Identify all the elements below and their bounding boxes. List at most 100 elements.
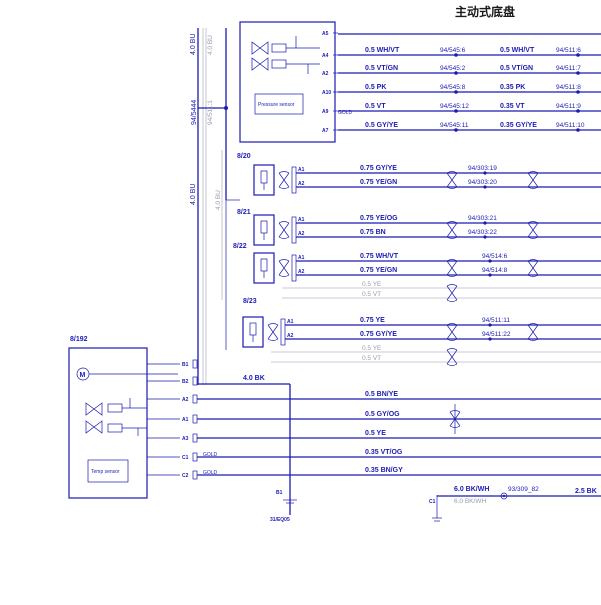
top-wire-right-label: 0.5 VT/GN	[500, 65, 533, 72]
valve-wire-ref: 94/514:6	[482, 253, 508, 260]
valve-wire-dot	[483, 185, 487, 189]
ground-pin-label: B1	[276, 490, 283, 496]
grey-twist-icon	[446, 284, 458, 302]
valve-wire-label: 0.75 WH/VT	[360, 253, 399, 260]
valve-connector	[291, 166, 297, 194]
top-pin-a7: A7	[322, 128, 329, 134]
gold-label-top: GOLD	[338, 110, 353, 116]
valve-wire-ref: 94/303:20	[468, 179, 497, 186]
wire-twist-icon	[446, 323, 458, 341]
valve-grey-label: 0.5 YE	[362, 345, 382, 352]
valve-wire-dot	[483, 221, 487, 225]
valve-diode-icon	[278, 221, 290, 239]
valve-core	[260, 170, 268, 184]
top-module-box	[239, 21, 336, 143]
top-wire-dot	[454, 53, 458, 57]
valve-wire-dot	[488, 337, 492, 341]
bottom-wire-right-label: 2.5 BK	[575, 488, 597, 495]
wire-twist-icon	[446, 171, 458, 189]
top-wire-dot	[454, 128, 458, 132]
top-wire-dot	[454, 109, 458, 113]
valve-wire-ref: 94/514:8	[482, 267, 508, 274]
top-wire-right-label: 0.35 GY/YE	[500, 122, 537, 129]
top-wire-label: 0.5 WH/VT	[365, 47, 400, 54]
top-wire-ref: 94/545:11	[440, 122, 469, 129]
pressure-sensor-box	[254, 93, 304, 115]
top-wire-right-label: 0.35 VT	[500, 103, 525, 110]
splice-dot	[224, 106, 228, 110]
top-wire-right-dot	[576, 128, 580, 132]
top-pin-a9: A9	[322, 109, 329, 115]
module-192-pin-b1: B1	[182, 362, 189, 368]
grey-bus-label-top: 4.0 BU	[207, 35, 214, 55]
wire-twist-icon	[527, 259, 539, 277]
motor-label: M	[80, 372, 86, 379]
diagram-title: 主动式底盘	[455, 4, 515, 19]
splice-label: 94/5444	[191, 100, 198, 125]
ground-ref-label: 31/EQ05	[270, 517, 290, 523]
valve-wire-dot	[488, 273, 492, 277]
module-192-pin-terminal	[192, 376, 198, 386]
valve-connector	[280, 318, 286, 346]
wire-twist-icon	[527, 323, 539, 341]
top-wire-right-ref: 94/511:8	[556, 84, 581, 91]
valve-connector	[291, 216, 297, 244]
valve-wire-ref: 94/303:21	[468, 215, 497, 222]
temp-sensor-box	[87, 459, 129, 483]
valve-id: 8/22	[233, 243, 247, 250]
top-wire-right-dot	[576, 109, 580, 113]
top-wire-right-dot	[576, 53, 580, 57]
valve-diode-icon	[278, 171, 290, 189]
wire-twist-icon	[446, 259, 458, 277]
module-192-wires: 0.5 BN/YE0.5 GY/OG0.5 YE0.35 VT/OG0.35 B…	[197, 391, 601, 476]
top-wire-right-dot	[576, 71, 580, 75]
top-wire-label: 0.5 VT	[365, 103, 386, 110]
top-wire-right-label: 0.5 WH/VT	[500, 47, 535, 54]
valve-pin-a1: A1	[298, 255, 305, 261]
grey-ref-label: 94/511:1	[207, 100, 214, 125]
valve-grey-label: 0.5 VT	[362, 355, 381, 362]
valve-grey-label: 0.5 VT	[362, 291, 381, 298]
valve-pin-a1: A1	[298, 217, 305, 223]
top-wire-label: 0.5 PK	[365, 84, 386, 91]
valve-body	[242, 316, 264, 348]
wire-twist-icon	[527, 171, 539, 189]
valve-wire-dot	[488, 259, 492, 263]
valve-id: 8/23	[243, 298, 257, 305]
valve-id: 8/20	[237, 153, 251, 160]
top-pin-a4: A4	[322, 53, 329, 59]
top-wire-ref: 94/545:8	[440, 84, 466, 91]
bottom-grey-label: 6.0 BK/WH	[454, 498, 486, 505]
bottom-wire-label: 6.0 BK/WH	[454, 486, 489, 493]
bottom-pin-label: C1	[429, 499, 436, 505]
gold-label-c1: GOLD	[203, 452, 218, 458]
module-192-pin-b2: B2	[182, 379, 189, 385]
valve-wire-label: 0.75 YE/GN	[360, 267, 397, 274]
bus-label-b: 4.0 BU	[190, 184, 197, 205]
valve-wire-dot	[483, 235, 487, 239]
valve-wire-ref: 94/303:19	[468, 165, 497, 172]
module-192-pin-terminal	[192, 394, 198, 404]
module-192-wire-label: 0.5 YE	[365, 430, 386, 437]
module-192-wire-label: 0.35 VT/OG	[365, 449, 403, 456]
wire-twist-icon	[446, 221, 458, 239]
valve-wire-ref: 94/511:22	[482, 331, 511, 338]
bottom-splice	[500, 492, 508, 500]
valve-pin-a2: A2	[298, 269, 305, 275]
valve-wire-label: 0.75 YE/OG	[360, 215, 398, 222]
grey-twist-icon	[446, 348, 458, 366]
module-192-box	[68, 347, 148, 499]
module-192-pin-terminal	[192, 470, 198, 480]
module-192-pin-terminal	[192, 452, 198, 462]
valve-body	[253, 164, 275, 196]
valve-pin-a1: A1	[298, 167, 305, 173]
module-192-wire-label: 0.35 BN/GY	[365, 467, 403, 474]
